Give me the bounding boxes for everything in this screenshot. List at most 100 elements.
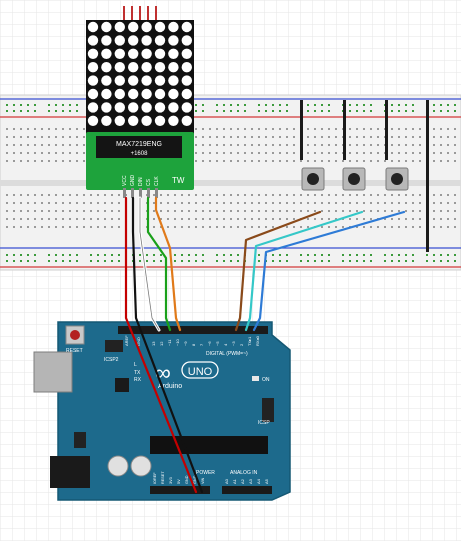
power-pin-label: 5V: [177, 479, 181, 484]
breadboard-hole: [237, 136, 239, 138]
regulator: [74, 432, 86, 448]
breadboard-hole: [76, 104, 78, 106]
breadboard-hole: [223, 226, 225, 228]
led-dot: [101, 35, 112, 46]
breadboard-hole: [363, 136, 365, 138]
breadboard-hole: [447, 128, 449, 130]
digital-pin-label: 2: [239, 343, 244, 346]
breadboard-hole: [447, 152, 449, 154]
breadboard-hole: [48, 136, 50, 138]
breadboard-hole: [363, 254, 365, 256]
breadboard-hole: [433, 128, 435, 130]
breadboard-hole: [335, 160, 337, 162]
breadboard-hole: [202, 254, 204, 256]
breadboard-hole: [342, 260, 344, 262]
breadboard-hole: [27, 144, 29, 146]
breadboard-hole: [391, 152, 393, 154]
led-dot: [154, 88, 166, 100]
breadboard-hole: [279, 152, 281, 154]
breadboard-hole: [356, 218, 358, 220]
breadboard-hole: [398, 110, 400, 112]
breadboard-hole: [349, 144, 351, 146]
breadboard-hole: [349, 104, 351, 106]
breadboard-hole: [237, 194, 239, 196]
power-jack: [50, 456, 90, 488]
breadboard-hole: [209, 226, 211, 228]
breadboard-hole: [335, 144, 337, 146]
breadboard-hole: [454, 194, 456, 196]
led-dot: [101, 48, 112, 59]
chip-date-code: +1608: [131, 151, 149, 157]
breadboard-hole: [440, 226, 442, 228]
breadboard-hole: [286, 226, 288, 228]
breadboard-hole: [230, 104, 232, 106]
push-button-2[interactable]: [342, 100, 366, 191]
breadboard-hole: [76, 152, 78, 154]
breadboard-hole: [335, 202, 337, 204]
breadboard-hole: [48, 260, 50, 262]
breadboard-hole: [55, 152, 57, 154]
breadboard-hole: [370, 104, 372, 106]
breadboard-hole: [27, 160, 29, 162]
module-top-header: [123, 6, 157, 24]
digital-pin-label: ~6: [207, 341, 212, 346]
breadboard-hole: [83, 218, 85, 220]
breadboard-hole: [202, 104, 204, 106]
breadboard-hole: [209, 210, 211, 212]
push-button-3[interactable]: [385, 100, 409, 191]
chip-label: MAX7219ENG: [116, 141, 162, 148]
breadboard-hole: [62, 218, 64, 220]
breadboard-hole: [62, 136, 64, 138]
breadboard-hole: [314, 260, 316, 262]
breadboard-hole: [237, 260, 239, 262]
breadboard-hole: [13, 104, 15, 106]
push-button-1[interactable]: [300, 100, 325, 191]
breadboard-hole: [41, 152, 43, 154]
breadboard-hole: [279, 254, 281, 256]
breadboard-hole: [279, 202, 281, 204]
breadboard-hole: [118, 202, 120, 204]
breadboard-hole: [83, 160, 85, 162]
breadboard-hole: [433, 136, 435, 138]
breadboard-hole: [160, 218, 162, 220]
breadboard-hole: [223, 152, 225, 154]
breadboard-hole: [20, 144, 22, 146]
power-pin-label: RESET: [161, 471, 165, 484]
led-dot: [168, 75, 179, 86]
breadboard-hole: [300, 194, 302, 196]
breadboard-hole: [328, 218, 330, 220]
breadboard-hole: [6, 202, 8, 204]
icsp-header: [262, 398, 274, 422]
breadboard-hole: [230, 110, 232, 112]
breadboard: [0, 94, 461, 271]
breadboard-hole: [223, 218, 225, 220]
led-dot: [181, 21, 192, 33]
breadboard-hole: [55, 136, 57, 138]
breadboard-hole: [300, 202, 302, 204]
breadboard-hole: [223, 136, 225, 138]
led-dot: [87, 48, 99, 59]
breadboard-hole: [447, 226, 449, 228]
breadboard-hole: [279, 136, 281, 138]
module-pin-label: DIN: [138, 177, 144, 186]
breadboard-hole: [34, 202, 36, 204]
breadboard-hole: [307, 260, 309, 262]
breadboard-hole: [237, 128, 239, 130]
breadboard-hole: [118, 226, 120, 228]
breadboard-hole: [328, 160, 330, 162]
breadboard-hole: [195, 144, 197, 146]
breadboard-hole: [349, 136, 351, 138]
breadboard-hole: [223, 128, 225, 130]
led-dot: [154, 115, 166, 127]
breadboard-hole: [279, 218, 281, 220]
breadboard-hole: [398, 254, 400, 256]
breadboard-hole: [307, 202, 309, 204]
breadboard-hole: [62, 202, 64, 204]
breadboard-hole: [83, 136, 85, 138]
breadboard-hole: [433, 210, 435, 212]
breadboard-hole: [160, 202, 162, 204]
breadboard-hole: [244, 226, 246, 228]
breadboard-hole: [412, 254, 414, 256]
reset-button-cap[interactable]: [70, 330, 80, 340]
breadboard-hole: [244, 144, 246, 146]
